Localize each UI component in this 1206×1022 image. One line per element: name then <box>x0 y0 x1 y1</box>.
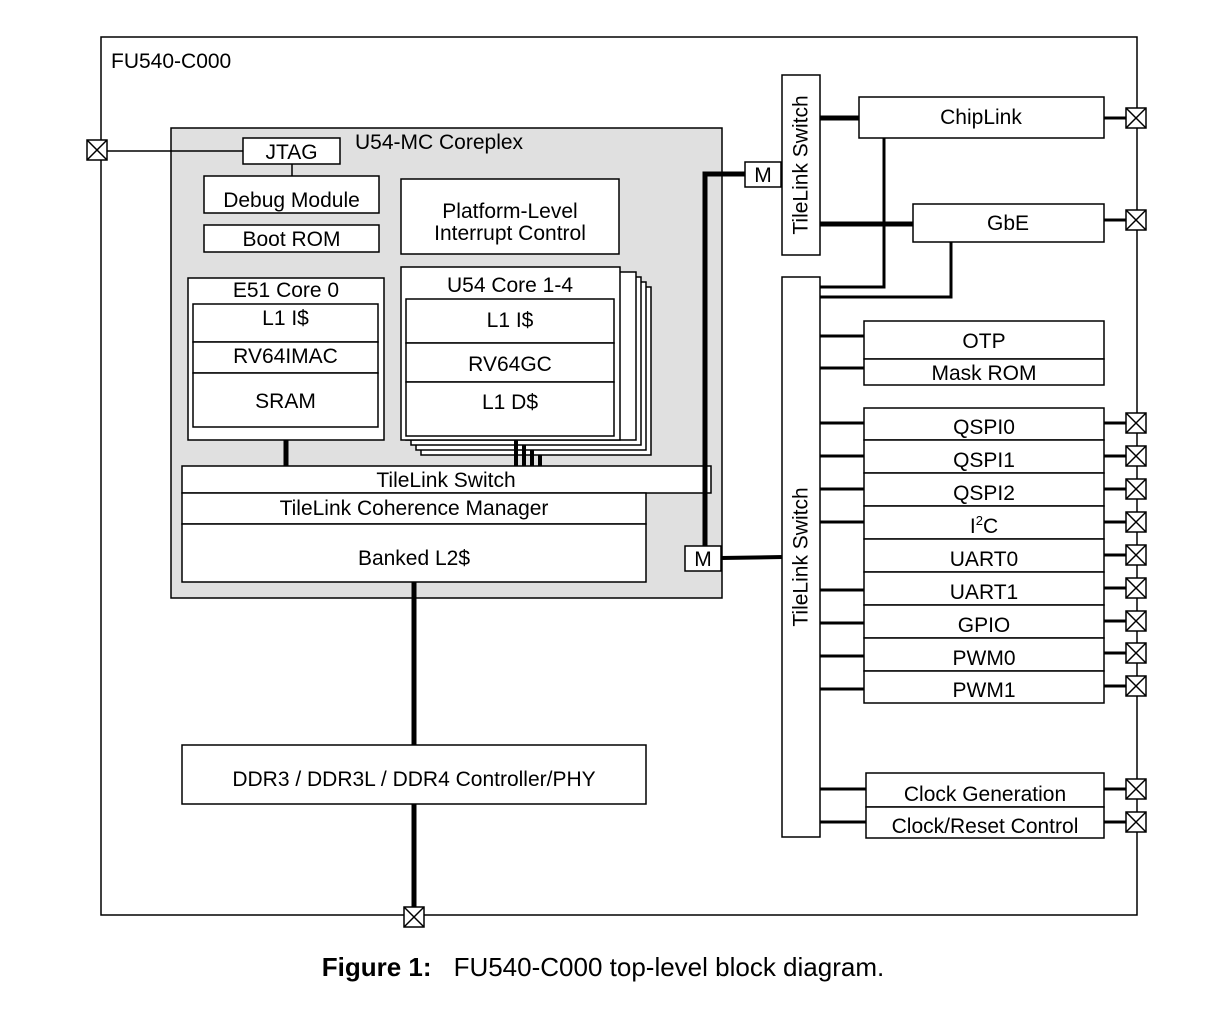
master-port-lower-label: M <box>694 548 712 571</box>
pin-icon <box>1125 642 1147 664</box>
pin-icon <box>1125 209 1147 231</box>
e51-sram-label: SRAM <box>255 390 316 413</box>
banked-l2-block <box>181 523 647 583</box>
coreplex-tilelink-switch-label: TileLink Switch <box>376 469 515 492</box>
u54-isa-block <box>405 342 615 383</box>
gbe-label: GbE <box>987 212 1029 235</box>
figure-label: Figure 1: <box>321 952 432 982</box>
plic-block <box>400 178 620 255</box>
u54-l1i-label: L1 I$ <box>487 309 534 332</box>
coreplex-master-bus-wire <box>702 171 745 546</box>
debug-module-label: Debug Module <box>223 189 360 212</box>
pin-wires <box>1104 116 1126 824</box>
ddr-controller-block <box>181 744 647 805</box>
jtag-block <box>242 137 341 165</box>
pin-icon <box>1125 778 1147 800</box>
e51-isa-label: RV64IMAC <box>233 345 338 368</box>
otp-label: OTP <box>962 330 1005 353</box>
u54-isa-label: RV64GC <box>468 353 552 376</box>
coreplex-tilelink-switch <box>181 465 712 494</box>
u54-l1i-block <box>405 298 615 344</box>
qspi0-block <box>863 407 1105 441</box>
boot-rom-block <box>203 224 380 253</box>
pwm0-block <box>863 637 1105 672</box>
bus-stubs <box>820 334 866 824</box>
debug-module-block <box>203 175 380 214</box>
clock-reset-label: Clock/Reset Control <box>892 815 1079 838</box>
pin-icon <box>86 139 108 161</box>
gbe-block <box>912 203 1105 243</box>
pin-markers <box>86 107 1147 928</box>
ddr-controller-label: DDR3 / DDR3L / DDR4 Controller/PHY <box>232 768 595 791</box>
u54-l1d-label: L1 D$ <box>482 391 538 414</box>
banked-l2-label: Banked L2$ <box>358 547 470 570</box>
chiplink-block <box>858 96 1105 139</box>
pin-icon <box>1125 412 1147 434</box>
gpio-label: GPIO <box>958 614 1011 637</box>
pin-icon <box>403 906 425 928</box>
pin-icon <box>1125 107 1147 129</box>
mask-rom-label: Mask ROM <box>932 362 1037 385</box>
pwm1-label: PWM1 <box>953 679 1016 702</box>
u54-core-title: U54 Core 1-4 <box>447 274 573 297</box>
master-port-upper <box>744 161 782 188</box>
plic-label-line2: Interrupt Control <box>434 222 586 245</box>
chiplink-label: ChipLink <box>940 106 1022 129</box>
pin-icon <box>1125 544 1147 566</box>
figure-caption: Figure 1: FU540-C000 top-level block diag… <box>0 952 1206 983</box>
pin-icon <box>1125 478 1147 500</box>
upper-tilelink-switch-label: TileLink Switch <box>790 95 813 234</box>
master-lower-to-bus-wire <box>720 555 784 560</box>
i2c-label: I2C <box>970 513 998 538</box>
pwm0-label: PWM0 <box>953 647 1016 670</box>
pin-icon <box>1125 577 1147 599</box>
gbe-to-lower-switch-wire <box>820 242 953 299</box>
boot-rom-label: Boot ROM <box>242 228 340 251</box>
master-port-lower <box>684 545 722 572</box>
pin-icon <box>1125 811 1147 833</box>
block-diagram: FU540-C000 U54-MC Coreplex JTAG Debug Mo… <box>86 36 1147 928</box>
e51-sram-block <box>192 372 379 428</box>
pin-icon <box>1125 610 1147 632</box>
clock-generation-block <box>865 772 1105 808</box>
pin-icon <box>1125 675 1147 697</box>
e51-l1i-label: L1 I$ <box>262 307 309 330</box>
uart0-block <box>863 538 1105 573</box>
coreplex-title: U54-MC Coreplex <box>355 131 524 154</box>
qspi1-label: QSPI1 <box>953 449 1015 472</box>
uart1-block <box>863 571 1105 606</box>
u54-l1d-block <box>405 381 615 437</box>
coherence-manager-label: TileLink Coherence Manager <box>280 497 549 520</box>
pin-icon <box>1125 511 1147 533</box>
qspi1-block <box>863 439 1105 474</box>
master-port-upper-label: M <box>754 164 772 187</box>
jtag-label: JTAG <box>265 141 317 164</box>
uart1-label: UART1 <box>950 581 1018 604</box>
i2c-label-sup: 2 <box>976 513 983 528</box>
pin-icon <box>1125 445 1147 467</box>
figure-caption-text: FU540-C000 top-level block diagram. <box>453 952 885 982</box>
e51-core-title: E51 Core 0 <box>233 279 339 302</box>
chip-name: FU540-C000 <box>111 50 231 73</box>
qspi2-label: QSPI2 <box>953 482 1015 505</box>
uart0-label: UART0 <box>950 548 1018 571</box>
lower-tilelink-switch <box>781 276 821 838</box>
chiplink-to-lower-switch-wire <box>820 138 886 289</box>
i2c-label-tail: C <box>983 515 998 538</box>
clock-generation-label: Clock Generation <box>904 783 1066 806</box>
qspi0-label: QSPI0 <box>953 416 1015 439</box>
mask-rom-block <box>863 358 1105 386</box>
i2c-label-base: I <box>970 515 976 538</box>
plic-label-line1: Platform-Level <box>442 200 577 223</box>
clock-reset-block <box>865 806 1105 839</box>
upper-tilelink-switch <box>781 74 821 256</box>
lower-tilelink-switch-label: TileLink Switch <box>790 487 813 626</box>
